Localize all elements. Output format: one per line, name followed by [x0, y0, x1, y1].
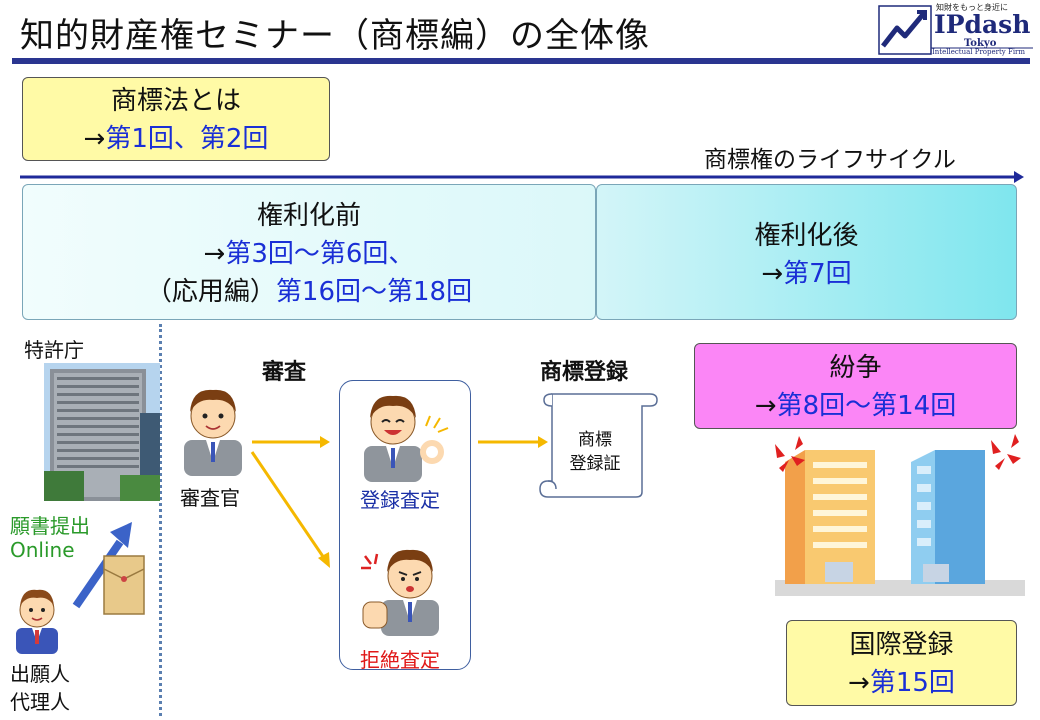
jpo-building-image: [44, 363, 160, 501]
registration-decision-label: 登録査定: [360, 488, 440, 512]
post-registration-heading: 権利化後: [754, 221, 859, 251]
session-link-7[interactable]: 第7回: [783, 259, 852, 289]
filing-label-line2: Online: [10, 538, 75, 562]
pre-registration-line2: →第3回〜第6回、: [23, 235, 595, 273]
international-link-line: →第15回: [787, 664, 1016, 702]
certificate-text: 商標 登録証: [560, 428, 630, 476]
arrow-prefix: →: [203, 239, 226, 269]
arrow-prefix: →: [83, 124, 106, 154]
what-is-heading: 商標法とは: [110, 86, 241, 116]
refusing-examiner-icon: [361, 549, 439, 636]
session-link-15[interactable]: 第15回: [869, 668, 955, 698]
filing-arrow: [72, 522, 132, 609]
certificate-scroll-icon: [539, 393, 658, 498]
what-is-link-line: →第1回、第2回: [23, 120, 329, 158]
applicant-person-icon: [16, 589, 58, 654]
decision-arrows: [250, 436, 548, 568]
applicant-label-line2: 代理人: [10, 690, 70, 714]
session-link-8-14[interactable]: 第8回〜第14回: [776, 391, 957, 421]
logo-name: IPdash: [934, 10, 1031, 39]
international-box[interactable]: 国際登録 →第15回: [786, 620, 1017, 706]
jpo-label: 特許庁: [24, 338, 84, 362]
post-registration-link-line: →第7回: [597, 255, 1016, 293]
registration-label: 商標登録: [540, 360, 629, 385]
approving-examiner-icon: [364, 395, 449, 482]
filing-label-line1: 願書提出: [10, 514, 90, 538]
examiner-person-icon: [184, 389, 242, 476]
dispute-link-line: →第8回〜第14回: [695, 387, 1016, 425]
examiner-label: 審査官: [180, 486, 240, 510]
dispute-box[interactable]: 紛争 →第8回〜第14回: [694, 343, 1017, 429]
session-link-3-6[interactable]: 第3回〜第6回、: [225, 239, 415, 269]
arrow-prefix: →: [761, 259, 784, 289]
logo-subtitle: Intellectual Property Firm: [932, 48, 1026, 56]
examination-label: 審査: [262, 360, 307, 385]
logo-city: Tokyo: [964, 38, 997, 49]
international-heading: 国際登録: [849, 630, 954, 660]
pre-registration-line3: （応用編）第16回〜第18回: [23, 273, 595, 311]
title-underline: [12, 58, 1030, 64]
pre-registration-box[interactable]: 権利化前 →第3回〜第6回、 （応用編）第16回〜第18回: [22, 184, 596, 320]
dispute-heading: 紛争: [829, 353, 882, 383]
logo-tagline: 知財をもっと身近に: [936, 3, 1008, 12]
pre-registration-heading: 権利化前: [256, 201, 361, 231]
post-registration-box[interactable]: 権利化後 →第7回: [596, 184, 1017, 320]
lifecycle-label: 商標権のライフサイクル: [704, 147, 956, 173]
refusal-decision-label: 拒絶査定: [360, 648, 440, 672]
arrow-prefix: →: [754, 391, 777, 421]
arrow-prefix: →: [848, 668, 870, 698]
session-link-16-18[interactable]: 第16回〜第18回: [275, 277, 473, 307]
applied-prefix: （応用編）: [145, 277, 276, 307]
applicant-label-line1: 出願人: [10, 662, 70, 686]
page-title: 知的財産権セミナー（商標編）の全体像: [20, 16, 650, 56]
envelope-icon: [103, 555, 145, 615]
conflicting-buildings-image: [775, 434, 1025, 596]
dotted-divider: [159, 324, 162, 716]
lifecycle-arrow: [20, 171, 1024, 183]
session-link-1-2[interactable]: 第1回、第2回: [105, 124, 269, 154]
ipdash-logo: [878, 5, 1033, 55]
what-is-box[interactable]: 商標法とは →第1回、第2回: [22, 77, 330, 161]
certificate-line1: 商標: [578, 430, 612, 450]
certificate-line2: 登録証: [569, 454, 621, 474]
